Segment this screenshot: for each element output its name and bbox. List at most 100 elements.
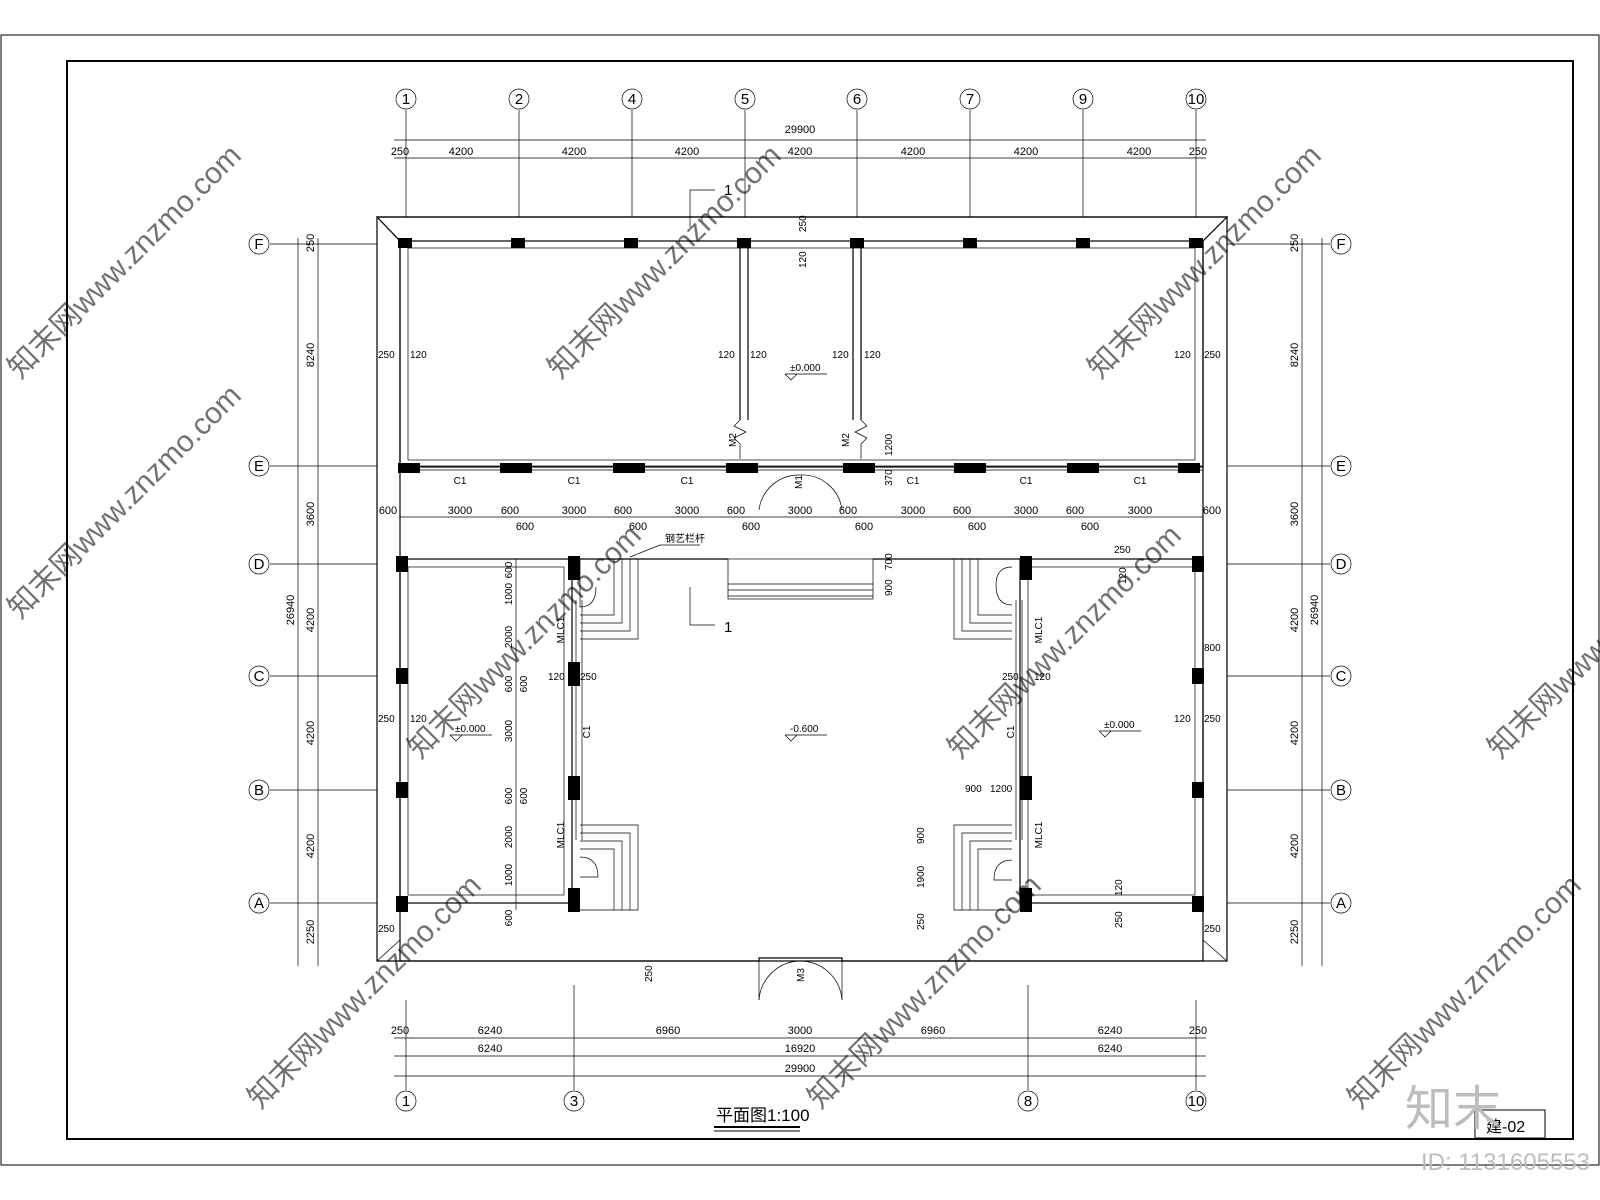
column bbox=[398, 238, 412, 248]
dim: 600 bbox=[504, 787, 515, 804]
dim: 120 bbox=[750, 350, 767, 361]
axis-label: 3 bbox=[570, 1093, 578, 1110]
axis-label: 10 bbox=[1188, 1093, 1205, 1110]
dim: 2250 bbox=[305, 920, 317, 944]
dim: 250 bbox=[305, 234, 317, 252]
drawing-title: 平面图1:100 bbox=[716, 1106, 810, 1125]
dim: 3600 bbox=[305, 502, 317, 526]
door-label-mlc1-se: MLC1 bbox=[1034, 821, 1045, 848]
column bbox=[624, 238, 638, 248]
dim: 3000 bbox=[901, 505, 925, 517]
east-room-inner bbox=[1027, 566, 1196, 896]
dim: 1000 bbox=[504, 863, 515, 886]
column bbox=[568, 888, 580, 912]
door-m2-left bbox=[733, 419, 747, 459]
left-side-dims: 250 8240 3600 4200 4200 4200 2250 bbox=[305, 234, 317, 944]
dim: 600 bbox=[504, 909, 515, 926]
axis-label: C bbox=[254, 668, 265, 685]
dim: 250 bbox=[1002, 672, 1019, 683]
side-total-dim-right: 26940 bbox=[1309, 595, 1321, 626]
column bbox=[568, 662, 580, 686]
column bbox=[1178, 463, 1200, 473]
dim: 250 bbox=[1204, 350, 1221, 361]
dim: 4200 bbox=[305, 608, 317, 632]
dim: 120 bbox=[1034, 672, 1051, 683]
sheet-inner-border bbox=[66, 60, 1574, 1140]
bottom-dims-row1: 250 6240 6960 3000 6960 6240 250 bbox=[391, 1025, 1207, 1037]
axis-label: A bbox=[1336, 895, 1346, 912]
dim: 250 bbox=[1204, 714, 1221, 725]
axis-label: F bbox=[254, 236, 263, 253]
wall-thickness-labels: 250 120 120 120 120 120 120 250 250 120 … bbox=[378, 215, 1221, 982]
axis-label: 2 bbox=[515, 91, 523, 108]
axis-label: 9 bbox=[1079, 91, 1087, 108]
dim: 3000 bbox=[788, 505, 812, 517]
dim: 600 bbox=[727, 505, 745, 517]
dim: 120 bbox=[798, 251, 809, 268]
top-axis-bubbles: 1 2 4 5 6 7 9 10 bbox=[395, 88, 1207, 217]
dim: 4200 bbox=[1289, 608, 1301, 632]
dim: 250 bbox=[1204, 924, 1221, 935]
sheet-no-box bbox=[1474, 1109, 1546, 1139]
dim: 3000 bbox=[1128, 505, 1152, 517]
column bbox=[963, 238, 977, 248]
columns-south bbox=[396, 556, 1204, 912]
axis-label: 1 bbox=[402, 91, 410, 108]
dim: 120 bbox=[1118, 567, 1129, 584]
window-label: C1 bbox=[454, 476, 467, 487]
column bbox=[398, 463, 420, 473]
window-label: C1 bbox=[681, 476, 694, 487]
railing-label: 钢艺栏杆 bbox=[665, 532, 705, 545]
dim: 6240 bbox=[478, 1025, 502, 1037]
parapet-corner-br bbox=[1202, 939, 1228, 962]
level-label: ±0.000 bbox=[790, 363, 821, 374]
dim: 16920 bbox=[785, 1043, 816, 1055]
door-label-mlc1-ne: MLC1 bbox=[1034, 616, 1045, 643]
dim: 120 bbox=[718, 350, 735, 361]
west-court-dims: 600 1000 2000 600 3000 600 2000 1000 600… bbox=[504, 559, 530, 926]
dim: 6240 bbox=[1098, 1043, 1122, 1055]
dim: 120 bbox=[832, 350, 849, 361]
column bbox=[1020, 776, 1032, 800]
dim: 600 bbox=[629, 521, 647, 533]
dim: 4200 bbox=[562, 146, 586, 158]
dim: 600 bbox=[379, 505, 397, 517]
dim: 600 bbox=[1081, 521, 1099, 533]
west-room bbox=[399, 558, 573, 904]
column bbox=[396, 782, 408, 798]
side-total-dim: 26940 bbox=[285, 595, 297, 626]
axis-label: B bbox=[254, 782, 264, 799]
dim: 3000 bbox=[562, 505, 586, 517]
window-label: C1 bbox=[1020, 476, 1033, 487]
column bbox=[1192, 782, 1204, 798]
column bbox=[1076, 238, 1090, 248]
sheet-no: 建-02 bbox=[1486, 1118, 1525, 1136]
column bbox=[613, 463, 645, 473]
dim: 600 bbox=[953, 505, 971, 517]
column bbox=[726, 463, 758, 473]
dim: 6240 bbox=[478, 1043, 502, 1055]
railing-leader bbox=[629, 544, 661, 558]
column bbox=[500, 463, 532, 473]
door-m1-swing bbox=[758, 474, 843, 511]
level-marks: ±0.000 ±0.000 ±0.000 -0.600 bbox=[449, 363, 1141, 742]
window-label: C1 bbox=[907, 476, 920, 487]
dim: 600 bbox=[839, 505, 857, 517]
dim: 900 bbox=[916, 827, 927, 844]
door-label-mlc1-sw: MLC1 bbox=[556, 821, 567, 848]
dim: 4200 bbox=[1289, 721, 1301, 745]
column bbox=[1192, 668, 1204, 684]
column bbox=[568, 776, 580, 800]
dim: 250 bbox=[916, 913, 927, 930]
dim: 1200 bbox=[884, 433, 895, 456]
watermark-5: 知末网www.znzmo.com bbox=[402, 519, 648, 765]
window-label: C1 bbox=[1134, 476, 1147, 487]
window-label-east-court: C1 bbox=[1006, 725, 1017, 738]
dim: 600 bbox=[519, 675, 530, 692]
dim: 250 bbox=[391, 146, 409, 158]
section-label-bottom: 1 bbox=[724, 619, 732, 636]
east-room bbox=[1019, 558, 1204, 904]
axis-label: 4 bbox=[628, 91, 636, 108]
dim: 6240 bbox=[1098, 1025, 1122, 1037]
axis-label: 7 bbox=[966, 91, 974, 108]
